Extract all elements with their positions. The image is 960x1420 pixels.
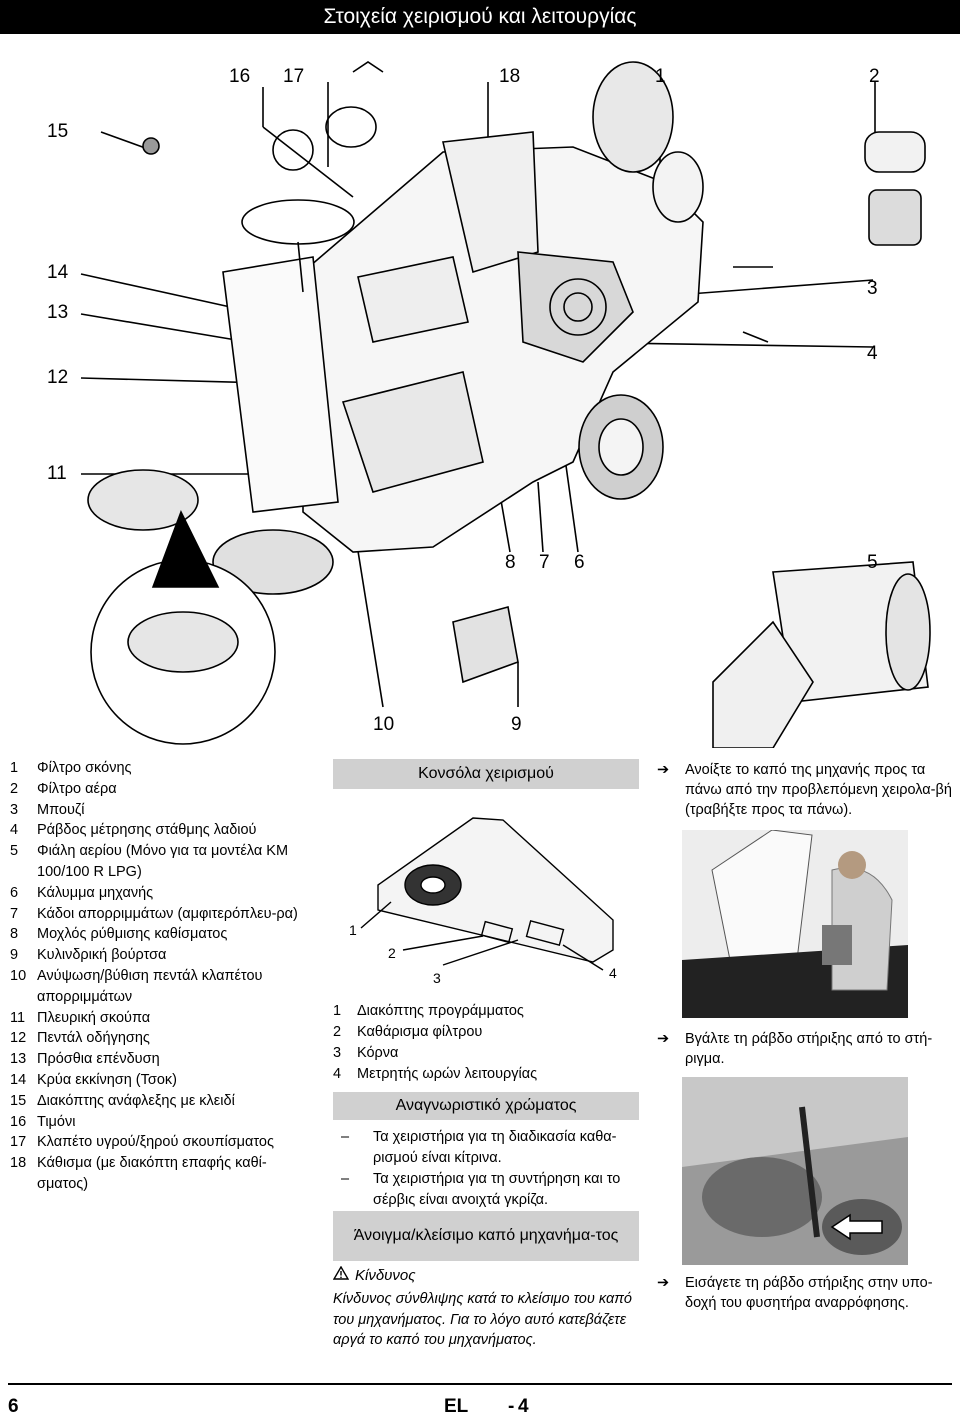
callout-4: 4 — [867, 343, 878, 364]
callout-10: 10 — [373, 714, 395, 735]
callout-15: 15 — [47, 121, 69, 142]
console-figure: 1 2 3 4 — [333, 800, 639, 995]
console-callout-2: 2 — [388, 945, 396, 961]
footer-separator: - — [508, 1396, 515, 1417]
step-remove-rod: ➔ Βγάλτε τη ράβδο στήριξης από το στή-ρι… — [657, 1031, 933, 1067]
callout-1: 1 — [655, 66, 666, 87]
arrow-right-icon: ➔ — [657, 1031, 670, 1047]
color-item: –Τα χειριστήρια για τη διαδικασία καθα-ρ… — [341, 1129, 617, 1166]
machine-diagram: 16 17 18 1 2 15 14 13 12 3 4 11 8 7 6 5 … — [13, 42, 947, 749]
color-item: –Τα χειριστήρια για τη συντήρηση και το … — [341, 1171, 621, 1208]
callout-7: 7 — [539, 552, 550, 573]
callout-12: 12 — [47, 367, 69, 388]
console-heading: Κονσόλα χειρισμού — [333, 759, 639, 789]
sweeper-illustration — [80, 61, 931, 749]
danger-block: Κίνδυνος Κίνδυνος σύνθλιψης κατά το κλεί… — [332, 1265, 639, 1351]
warning-icon — [332, 1265, 350, 1284]
hood-heading: Άνοιγμα/κλείσιμο καπό μηχανήμα-τος — [333, 1211, 639, 1261]
callout-6: 6 — [574, 552, 585, 573]
danger-title: Κίνδυνος — [332, 1265, 639, 1284]
callout-3: 3 — [867, 278, 878, 299]
callout-5: 5 — [867, 552, 878, 573]
callout-2: 2 — [869, 66, 880, 87]
callout-18: 18 — [499, 66, 521, 87]
step-insert-rod: ➔ Εισάγετε τη ράβδο στήριξης στην υπο-δο… — [657, 1275, 933, 1311]
page-number: 6 — [8, 1396, 19, 1417]
color-list: –Τα χειριστήρια για τη διαδικασία καθα-ρ… — [333, 1127, 639, 1211]
arrow-right-icon: ➔ — [657, 762, 670, 778]
control-panel-illustration — [360, 817, 614, 971]
callout-8: 8 — [505, 552, 516, 573]
callout-11: 11 — [47, 463, 67, 484]
color-heading: Αναγνωριστικό χρώματος — [333, 1092, 639, 1120]
danger-text: Κίνδυνος σύνθλιψης κατά το κλείσιμο του … — [333, 1291, 632, 1348]
console-callout-1: 1 — [349, 922, 357, 938]
photo-open-hood — [682, 830, 908, 1018]
callout-13: 13 — [47, 302, 69, 323]
callout-16: 16 — [229, 66, 251, 87]
callout-9: 9 — [511, 714, 522, 735]
footer-rule — [8, 1383, 952, 1385]
console-callout-3: 3 — [433, 970, 441, 986]
step-open-hood: ➔ Ανοίξτε το καπό της μηχανής προς τα πά… — [657, 762, 952, 818]
language-code: EL — [444, 1396, 469, 1417]
callout-17: 17 — [283, 66, 305, 87]
callout-14: 14 — [47, 262, 69, 283]
page-title: Στοιχεία χειρισμού και λειτουργίας — [0, 0, 960, 34]
console-callout-4: 4 — [609, 965, 617, 981]
section-page-number: 4 — [518, 1396, 529, 1417]
photo-support-rod — [682, 1077, 908, 1265]
arrow-right-icon: ➔ — [657, 1275, 670, 1291]
